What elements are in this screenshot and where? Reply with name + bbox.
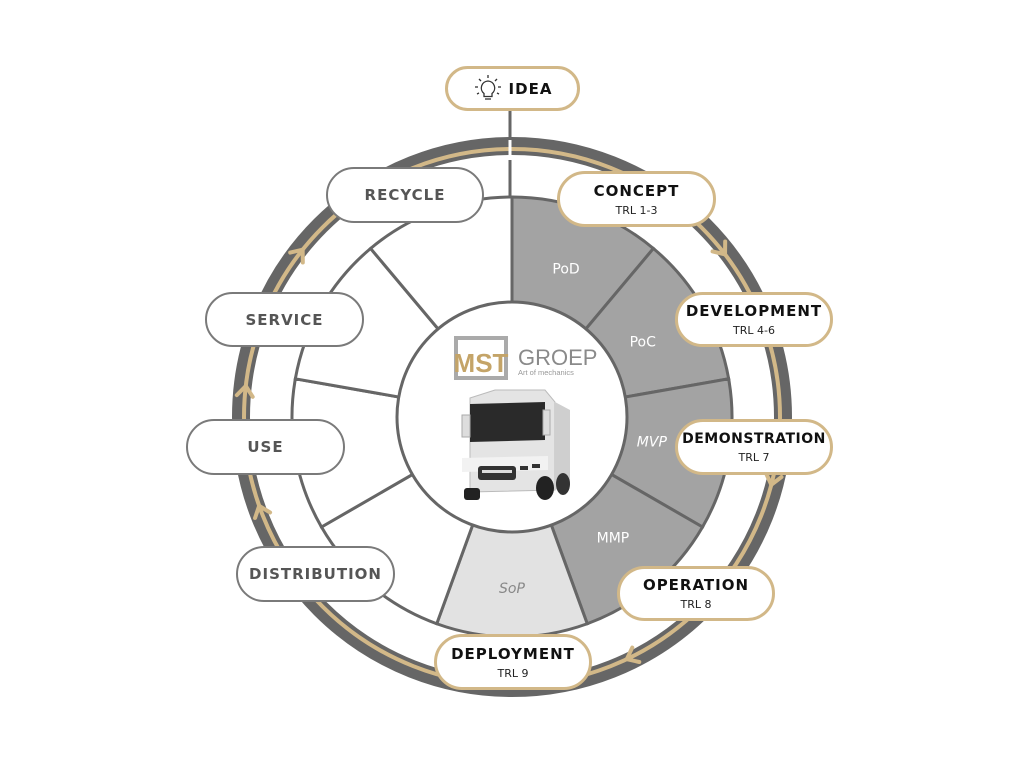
stage-title: DEVELOPMENT [685, 302, 823, 320]
stage-deployment[interactable]: DEPLOYMENT TRL 9 [434, 634, 592, 690]
idea-pill[interactable]: IDEA [445, 66, 580, 111]
stage-title: USE [247, 438, 284, 456]
stage-development[interactable]: DEVELOPMENT TRL 4-6 [675, 292, 833, 347]
stage-title: OPERATION [642, 576, 750, 594]
company-logo: MST GROEP Art of mechanics [454, 336, 597, 380]
chevron-arrow-icon [288, 247, 305, 265]
logo-mark: MST [454, 348, 509, 378]
segment-label: PoD [552, 262, 579, 278]
stage-demonstration[interactable]: DEMONSTRATION TRL 7 [675, 419, 833, 475]
stage-trl: TRL 1-3 [615, 203, 658, 217]
stage-trl: TRL 8 [680, 598, 712, 611]
stage-trl: TRL 7 [738, 450, 770, 464]
stage-service[interactable]: SERVICE [205, 292, 364, 347]
logo-tag: Art of mechanics [518, 368, 574, 377]
stage-title: SERVICE [245, 310, 324, 329]
segment-label: SoP [499, 581, 525, 597]
lightbulb-icon [474, 74, 501, 100]
logo-name: GROEP [518, 345, 597, 370]
flow-arrows [234, 239, 784, 664]
stage-title: DISTRIBUTION [249, 565, 382, 583]
stage-title: DEPLOYMENT [451, 644, 575, 663]
chevron-arrow-icon [234, 384, 255, 399]
stage-title: RECYCLE [364, 186, 446, 204]
chevron-arrow-icon [624, 645, 642, 664]
stage-use[interactable]: USE [186, 419, 345, 475]
stage-trl: TRL 9 [497, 666, 529, 680]
segment-label: MVP [637, 435, 668, 451]
stage-distribution[interactable]: DISTRIBUTION [236, 546, 395, 602]
stage-title: DEMONSTRATION [682, 430, 826, 447]
stage-title: CONCEPT [593, 181, 680, 200]
segment-label: MMP [597, 530, 630, 546]
chevron-arrow-icon [253, 503, 273, 520]
segment-label: PoC [630, 335, 657, 351]
stage-trl: TRL 4-6 [733, 324, 775, 337]
chevron-arrow-icon [710, 239, 728, 257]
stage-recycle[interactable]: RECYCLE [326, 167, 484, 223]
stage-concept[interactable]: CONCEPT TRL 1-3 [557, 171, 716, 227]
chevron-arrow-icon [763, 471, 784, 487]
truck-image [461, 389, 570, 500]
idea-label: IDEA [508, 79, 553, 98]
stage-operation[interactable]: OPERATION TRL 8 [617, 566, 775, 621]
